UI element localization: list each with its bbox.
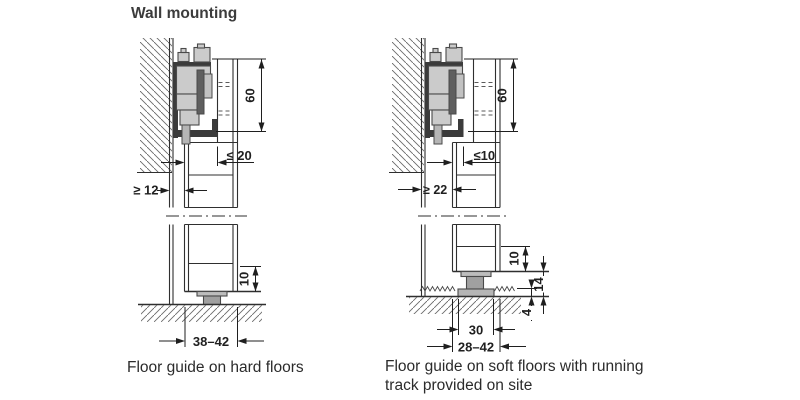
suspension-clamp — [193, 46, 211, 63]
svg-text:10: 10 — [507, 251, 522, 265]
right-caption-line2: track provided on site — [385, 377, 532, 394]
svg-text:14: 14 — [531, 277, 546, 292]
dim-door-thickness: 38–42 — [159, 307, 264, 349]
dim-guide-total-height: 14 — [531, 256, 550, 314]
fixing-screw — [429, 51, 442, 63]
track-lip — [458, 119, 464, 137]
svg-text:≥ 12: ≥ 12 — [133, 183, 158, 198]
svg-text:≤ 20: ≤ 20 — [227, 148, 252, 163]
dim-door-thickness: 28–42 — [427, 299, 526, 355]
right-caption-line1: Floor guide on soft floors with running — [385, 358, 643, 375]
svg-text:60: 60 — [495, 88, 510, 102]
right-diagram: 60 ≤10 ≥ 22 — [385, 38, 643, 394]
suspension-clamp — [445, 46, 463, 63]
floor-guide — [419, 270, 515, 298]
svg-text:38–42: 38–42 — [193, 334, 229, 349]
page-title: Wall mounting — [131, 5, 237, 22]
svg-text:60: 60 — [243, 88, 258, 102]
floor-guide — [196, 290, 228, 306]
dim-wall-clearance: ≥ 22 — [398, 183, 476, 197]
dim-running-track-height: 4 — [517, 279, 538, 321]
dim-max-groove-offset: ≤ 20 — [161, 146, 254, 166]
svg-text:≤10: ≤10 — [474, 148, 496, 163]
left-caption: Floor guide on hard floors — [127, 359, 304, 376]
dim-guide-engagement: 10 — [501, 246, 530, 272]
floor-hatch — [409, 297, 521, 314]
right-dimensions: 60 ≤10 ≥ 22 — [398, 58, 550, 355]
svg-text:10: 10 — [237, 272, 252, 286]
svg-text:30: 30 — [469, 323, 483, 338]
wall-hatch — [392, 38, 424, 172]
carpet-texture — [419, 285, 456, 292]
dim-wall-clearance: ≥ 12 — [133, 183, 207, 198]
left-diagram: 60 ≤ 20 ≥ 12 — [127, 38, 304, 376]
carpet-texture — [494, 285, 515, 292]
svg-text:4: 4 — [519, 308, 534, 316]
dim-max-groove-offset: ≤10 — [427, 146, 500, 166]
roller-carriage — [427, 43, 465, 145]
dim-guide-engagement: 10 — [237, 266, 261, 292]
left-dimensions: 60 ≤ 20 ≥ 12 — [133, 58, 266, 349]
track-lip — [212, 119, 218, 137]
dim-track-height: 60 — [212, 58, 266, 132]
running-track — [457, 288, 495, 298]
wall-section — [137, 38, 174, 305]
wall-section — [389, 38, 426, 297]
fixing-screw — [177, 51, 190, 63]
svg-text:≥ 22: ≥ 22 — [423, 183, 447, 197]
floor-hatch — [141, 305, 262, 322]
wall-hatch — [140, 38, 172, 172]
svg-text:28–42: 28–42 — [458, 340, 494, 355]
floor-section — [138, 303, 266, 322]
roller-carriage — [175, 43, 213, 145]
hanger-bolt — [433, 124, 443, 145]
dim-track-height: 60 — [464, 58, 518, 132]
hanger-bolt — [181, 124, 191, 145]
